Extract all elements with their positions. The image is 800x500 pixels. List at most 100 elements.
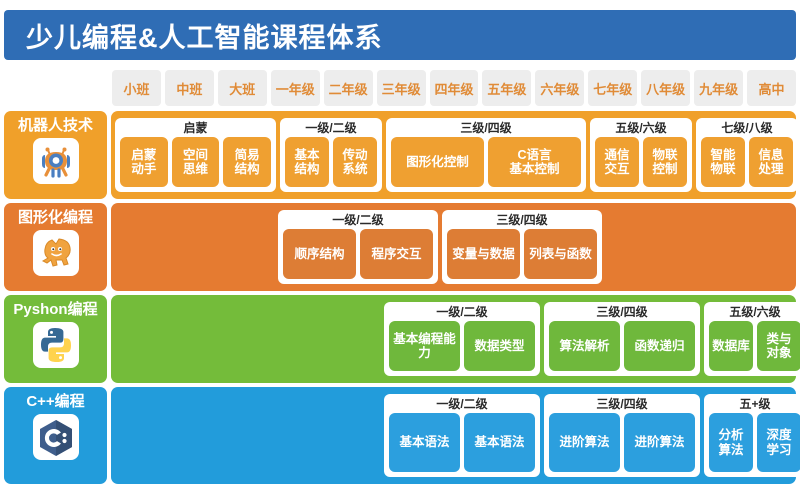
track-levels-container: 一级/二级基本语法基本语法三级/四级进阶算法进阶算法五+级分析 算法深度 学习	[111, 387, 800, 484]
level-group-title: 三级/四级	[596, 397, 648, 411]
course-chip-list: 基本 结构传动 系统	[285, 137, 377, 187]
course-chip[interactable]: 空间 思维	[171, 137, 220, 187]
course-chip[interactable]: 进阶算法	[549, 413, 620, 472]
level-group-title: 五+级	[739, 397, 771, 411]
course-chip[interactable]: 列表与函数	[524, 229, 597, 279]
course-chip[interactable]: 程序交互	[360, 229, 433, 279]
course-chip[interactable]: 物联 控制	[643, 137, 687, 187]
level-group[interactable]: 启蒙启蒙 动手空间 思维简易 结构	[115, 118, 276, 192]
level-group[interactable]: 三级/四级进阶算法进阶算法	[544, 394, 700, 477]
grade-chip[interactable]: 四年级	[429, 70, 479, 106]
level-group[interactable]: 五级/六级数据库类与 对象	[704, 302, 800, 376]
level-group[interactable]: 七级/八级智能 物联信息 处理	[696, 118, 798, 192]
level-group-title: 一级/二级	[305, 121, 357, 135]
course-chip[interactable]: 变量与数据	[447, 229, 520, 279]
course-chip[interactable]: 分析 算法	[709, 413, 753, 472]
track-name-label: 机器人技术	[17, 117, 93, 134]
level-group[interactable]: 一级/二级顺序结构程序交互	[278, 210, 438, 284]
robot-icon	[32, 138, 79, 184]
level-group-title: 七级/八级	[721, 121, 773, 135]
level-group[interactable]: 一级/二级基本编程能力数据类型	[384, 302, 540, 376]
track-row-python: Pyshon编程一级/二级基本编程能力数据类型三级/四级算法解析函数递归五级/六…	[4, 295, 800, 383]
course-chip[interactable]: 算法解析	[549, 321, 620, 371]
grade-level-strip: 小班中班大班一年级二年级三年级四年级五年级六年级七年级八年级九年级高中	[112, 70, 796, 106]
course-chip-list: 启蒙 动手空间 思维简易 结构	[120, 137, 272, 187]
course-chip-list: 基本语法基本语法	[389, 413, 535, 472]
level-group-title: 三级/四级	[596, 305, 648, 319]
track-sidebar-card[interactable]: Pyshon编程	[4, 295, 107, 383]
course-chip[interactable]: 类与 对象	[757, 321, 800, 371]
course-chip-list: 智能 物联信息 处理	[701, 137, 793, 187]
course-chip-list: 数据库类与 对象	[709, 321, 800, 371]
course-chip[interactable]: 深度 学习	[757, 413, 800, 472]
grade-chip[interactable]: 中班	[164, 70, 214, 106]
track-name-label: Pyshon编程	[13, 301, 98, 318]
level-group[interactable]: 一级/二级基本 结构传动 系统	[280, 118, 382, 192]
course-chip[interactable]: 基本 结构	[285, 137, 329, 187]
level-group[interactable]: 三级/四级算法解析函数递归	[544, 302, 700, 376]
track-levels-container: 启蒙启蒙 动手空间 思维简易 结构一级/二级基本 结构传动 系统三级/四级图形化…	[111, 111, 798, 199]
course-chip[interactable]: 信息 处理	[749, 137, 793, 187]
course-chip-list: 进阶算法进阶算法	[549, 413, 695, 472]
course-chip[interactable]: 进阶算法	[624, 413, 695, 472]
course-chip[interactable]: 简易 结构	[223, 137, 272, 187]
track-sidebar-card[interactable]: C++编程	[4, 387, 107, 484]
track-row-robotics: 机器人技术启蒙启蒙 动手空间 思维简易 结构一级/二级基本 结构传动 系统三级/…	[4, 111, 798, 199]
course-chip[interactable]: 基本语法	[464, 413, 535, 472]
grade-chip[interactable]: 小班	[112, 70, 161, 106]
level-group[interactable]: 三级/四级变量与数据列表与函数	[442, 210, 602, 284]
course-chip[interactable]: 基本编程能力	[389, 321, 460, 371]
grade-chip[interactable]: 三年级	[376, 70, 426, 106]
grade-chip[interactable]: 大班	[217, 70, 267, 106]
course-chip[interactable]: 数据类型	[464, 321, 535, 371]
level-group-title: 启蒙	[183, 121, 208, 135]
course-chip[interactable]: C语言 基本控制	[488, 137, 581, 187]
grade-chip[interactable]: 六年级	[535, 70, 585, 106]
grade-chip[interactable]: 一年级	[270, 70, 320, 106]
course-chip[interactable]: 图形化控制	[391, 137, 484, 187]
page-title-bar: 少儿编程&人工智能课程体系	[4, 10, 796, 60]
track-name-label: 图形化编程	[17, 209, 93, 226]
level-group[interactable]: 五级/六级通信 交互物联 控制	[590, 118, 692, 192]
track-levels-container: 一级/二级顺序结构程序交互三级/四级变量与数据列表与函数	[111, 203, 796, 291]
course-chip-list: 变量与数据列表与函数	[447, 229, 597, 279]
level-group-title: 五级/六级	[615, 121, 667, 135]
level-group-title: 一级/二级	[436, 397, 488, 411]
level-group-title: 一级/二级	[332, 213, 384, 227]
course-chip-list: 通信 交互物联 控制	[595, 137, 687, 187]
track-sidebar-card[interactable]: 图形化编程	[4, 203, 107, 291]
course-chip[interactable]: 启蒙 动手	[120, 137, 168, 187]
scratch-cat-icon	[32, 230, 79, 276]
track-sidebar-card[interactable]: 机器人技术	[4, 111, 107, 199]
level-group-title: 一级/二级	[436, 305, 488, 319]
track-levels-container: 一级/二级基本编程能力数据类型三级/四级算法解析函数递归五级/六级数据库类与 对…	[111, 295, 800, 383]
grade-chip[interactable]: 九年级	[694, 70, 744, 106]
course-chip[interactable]: 传动 系统	[333, 137, 377, 187]
level-group[interactable]: 五+级分析 算法深度 学习	[704, 394, 800, 477]
cpp-icon	[32, 414, 79, 460]
grade-chip[interactable]: 高中	[747, 70, 796, 106]
course-chip[interactable]: 基本语法	[389, 413, 460, 472]
course-chip[interactable]: 通信 交互	[595, 137, 639, 187]
course-chip[interactable]: 函数递归	[624, 321, 695, 371]
grade-chip[interactable]: 七年级	[588, 70, 638, 106]
level-group-title: 三级/四级	[460, 121, 512, 135]
course-chip[interactable]: 数据库	[709, 321, 753, 371]
grade-chip[interactable]: 五年级	[482, 70, 532, 106]
course-chip-list: 顺序结构程序交互	[283, 229, 433, 279]
course-chip-list: 基本编程能力数据类型	[389, 321, 535, 371]
grade-chip[interactable]: 八年级	[641, 70, 691, 106]
course-chip[interactable]: 顺序结构	[283, 229, 356, 279]
course-chip-list: 分析 算法深度 学习	[709, 413, 800, 472]
track-row-cpp: C++编程一级/二级基本语法基本语法三级/四级进阶算法进阶算法五+级分析 算法深…	[4, 387, 800, 484]
grade-chip[interactable]: 二年级	[323, 70, 373, 106]
course-chip[interactable]: 智能 物联	[701, 137, 745, 187]
python-icon	[32, 322, 79, 368]
level-group-title: 五级/六级	[729, 305, 781, 319]
page-title: 少儿编程&人工智能课程体系	[26, 22, 383, 53]
level-group[interactable]: 一级/二级基本语法基本语法	[384, 394, 540, 477]
track-name-label: C++编程	[26, 393, 85, 410]
